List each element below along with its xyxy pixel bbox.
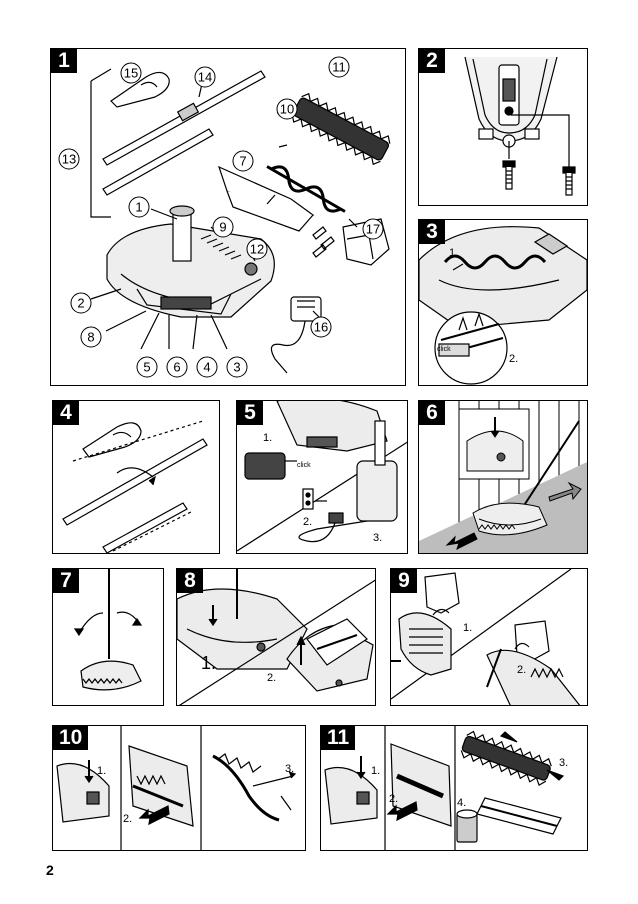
panel-3-badge: 3 (419, 220, 445, 244)
callout-3: 3 (233, 360, 240, 375)
handle-assembly-illustration (62, 420, 208, 553)
brush-removal-illustration: 1. 2. 3. (56, 726, 297, 850)
panel-3-step-1: 1. (449, 247, 458, 259)
panel-3: 3 1. 2. click (418, 219, 588, 386)
screw-mounting-illustration (464, 56, 576, 196)
panel-8: 8 1. 2. (176, 568, 376, 706)
callout-13: 13 (62, 152, 76, 167)
wall-bracket-illustration: 1. 2. (391, 569, 581, 705)
panel-7: 7 (52, 568, 164, 706)
panel-8-step-1: 1. (201, 653, 216, 673)
callout-8: 8 (87, 330, 94, 345)
panel-1: 1 (50, 48, 406, 386)
panel-2: 2 (418, 48, 588, 206)
callout-10: 10 (280, 102, 294, 117)
panel-10-step-3: 3. (285, 763, 294, 775)
callout-17: 17 (366, 222, 380, 237)
panel-5: 5 1. 2. 3. click (236, 400, 408, 554)
panel-11: 11 1. 2. 3. 4. (320, 725, 588, 851)
panel-9-step-2: 2. (517, 664, 526, 676)
panel-8-badge: 8 (177, 569, 203, 593)
panel-3-click-label: click (437, 346, 451, 353)
brush-insert-illustration: 1. 2. click (419, 226, 587, 385)
callout-12: 12 (250, 242, 264, 257)
callout-9: 9 (219, 220, 226, 235)
panel-11-step-3: 3. (559, 757, 568, 769)
callout-4: 4 (203, 360, 210, 375)
panel-4: 4 (52, 400, 220, 554)
panel-11-step-2: 2. (389, 793, 398, 805)
panel-5-step-2: 2. (303, 516, 312, 528)
callout-16: 16 (314, 320, 328, 335)
panel-3-step-2: 2. (509, 353, 518, 365)
panel-6-badge: 6 (419, 401, 445, 425)
callout-6: 6 (173, 360, 180, 375)
callout-15: 15 (124, 66, 138, 81)
callout-14: 14 (198, 70, 212, 85)
panel-8-step-2: 2. (267, 672, 276, 684)
panel-9-badge: 9 (391, 569, 417, 593)
panel-5-step-3: 3. (373, 532, 382, 544)
callout-5: 5 (143, 360, 150, 375)
panel-5-click-label: click (297, 462, 311, 469)
dirt-tray-removal-illustration: 1. 2. (177, 569, 375, 705)
callout-7: 7 (239, 154, 246, 169)
sweeping-illustration (419, 401, 587, 553)
page-number: 2 (46, 862, 54, 878)
handle-tilt-illustration (73, 569, 143, 691)
panel-10-step-1: 1. (97, 765, 106, 777)
panel-10: 10 1. 2. 3. (52, 725, 306, 851)
panel-11-badge: 11 (321, 726, 356, 750)
callout-11: 11 (332, 60, 346, 75)
panel-5-badge: 5 (237, 401, 263, 425)
callout-2: 2 (77, 296, 84, 311)
panel-11-step-1: 1. (371, 765, 380, 777)
panel-2-badge: 2 (419, 49, 445, 73)
panel-10-badge: 10 (53, 726, 89, 750)
panel-1-badge: 1 (51, 49, 77, 73)
panel-4-badge: 4 (53, 401, 79, 425)
panel-6: 6 (418, 400, 588, 554)
panel-11-step-4: 4. (457, 797, 466, 809)
panel-9-step-1: 1. (463, 622, 472, 634)
brush-cleaning-illustration: 1. 2. 3. 4. (324, 726, 568, 850)
panel-10-step-2: 2. (123, 813, 132, 825)
panel-7-badge: 7 (53, 569, 79, 593)
callout-1: 1 (135, 200, 142, 215)
parts-overview-illustration: 1 2 3 4 5 6 7 8 9 10 11 12 13 14 15 16 1… (58, 56, 391, 378)
charging-illustration: 1. 2. 3. click (237, 401, 407, 552)
panel-5-step-1: 1. (263, 432, 272, 444)
panel-9: 9 1. 2. (390, 568, 588, 706)
